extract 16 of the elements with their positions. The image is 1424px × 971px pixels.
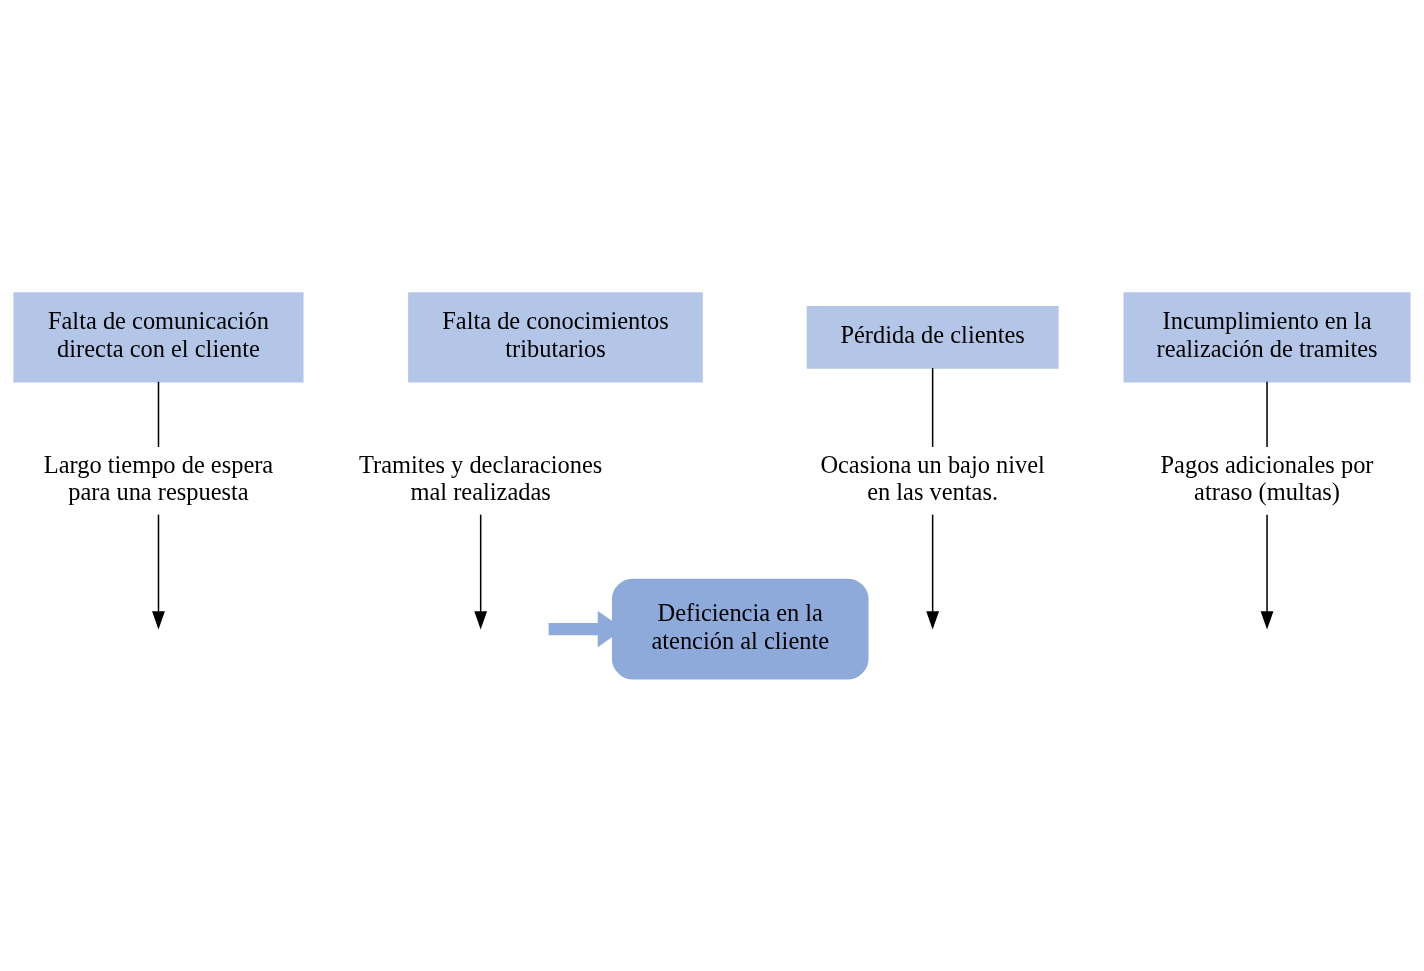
connector bbox=[1266, 381, 1268, 448]
arrow bbox=[474, 513, 488, 630]
node-box: Falta de conocimientos tributarios bbox=[408, 292, 703, 383]
connector bbox=[931, 367, 934, 448]
node-text: Ocasiona un bajo nivel en las ventas. bbox=[820, 450, 1045, 506]
connector bbox=[157, 381, 160, 448]
node-box: Incumplimiento en la realización de tramites bbox=[1123, 292, 1411, 383]
node-text: Pagos adicionales por atraso (multas) bbox=[1160, 450, 1374, 506]
arrow bbox=[152, 513, 165, 630]
node-box: Deficiencia en la atención al cliente bbox=[612, 578, 869, 680]
node-box: Falta de comunicación directa con el cliente bbox=[13, 292, 304, 383]
arrow bbox=[926, 513, 940, 630]
node-box: Pérdida de clientes bbox=[806, 306, 1059, 369]
node-text: Largo tiempo de espera para una respuesta bbox=[43, 450, 274, 506]
node-text: Tramites y declaraciones mal realizadas bbox=[359, 450, 603, 506]
arrow bbox=[1260, 513, 1274, 630]
